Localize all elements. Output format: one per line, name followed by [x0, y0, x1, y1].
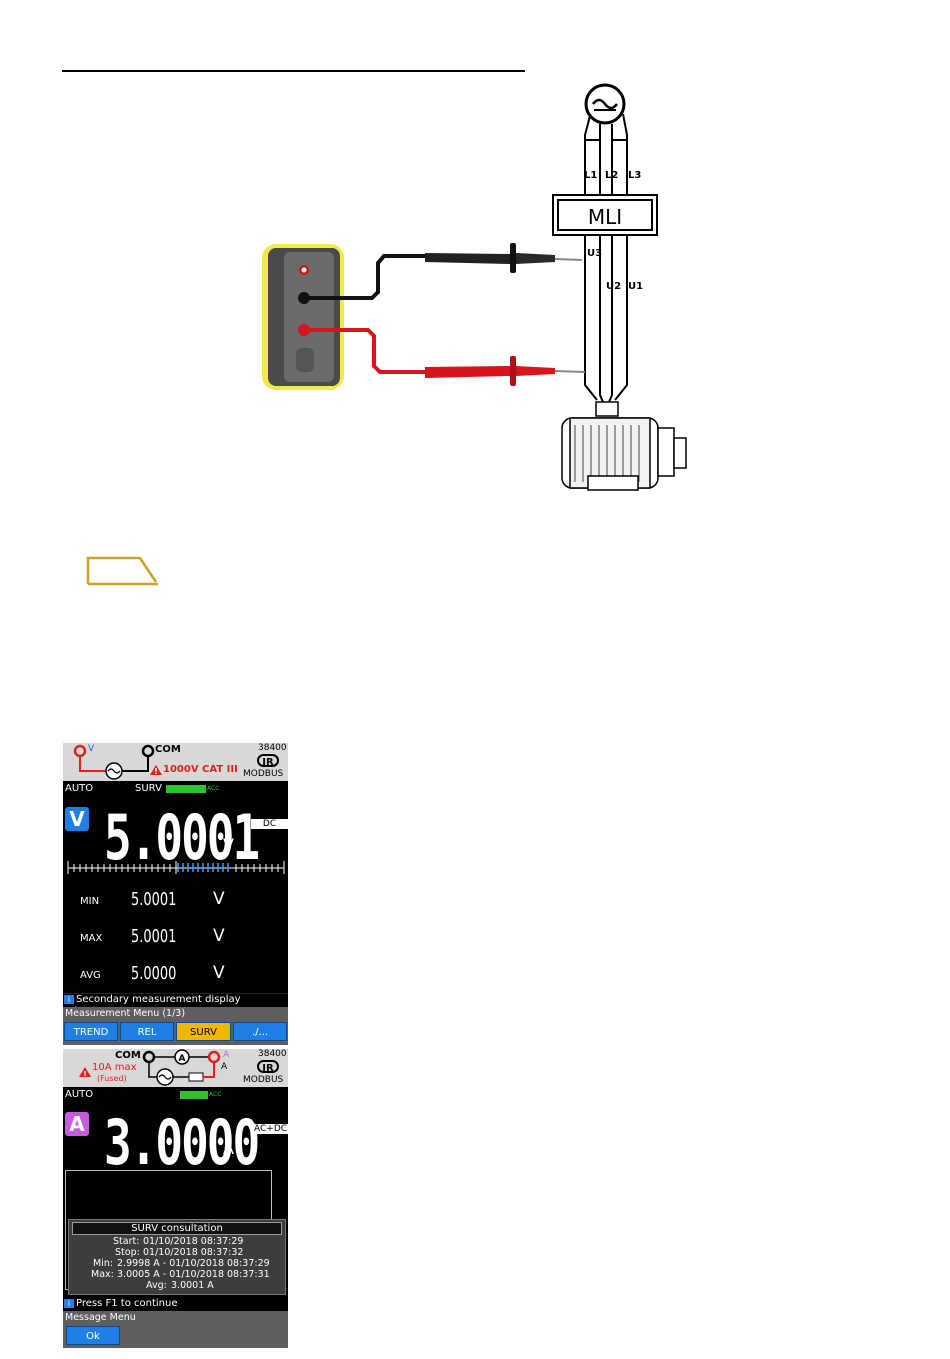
warning-label: 1000V CAT III [163, 764, 238, 775]
menu-title: Measurement Menu (1/3) [65, 1008, 186, 1019]
main-unit: V [223, 835, 234, 854]
coupling-tag: AC+DC [251, 1124, 288, 1134]
output-label-u1: U1 [628, 281, 643, 292]
stat-label: AVG [80, 970, 101, 981]
mode-label: SURV [135, 783, 162, 794]
line-label-l1: L1 [584, 170, 597, 181]
warning-sub-label: (Fused) [97, 1074, 127, 1083]
softkey-trend[interactable]: TREND [64, 1022, 118, 1041]
baud-label: 38400 [258, 1049, 287, 1059]
output-label-u2: U2 [606, 281, 621, 292]
max-label: Max: [91, 1269, 114, 1280]
min-value: 2.9998 A - 01/10/2018 08:37:29 [117, 1258, 270, 1269]
terminal-com-label: COM [115, 1050, 141, 1061]
section-rule [62, 70, 525, 72]
status-bar: AUTO SURV ACC [63, 783, 288, 795]
softkey-ok[interactable]: Ok [66, 1326, 120, 1345]
softkey-rel[interactable]: REL [120, 1022, 174, 1041]
softkey-surv[interactable]: SURV [176, 1022, 231, 1041]
softkey-more[interactable]: ./... [233, 1022, 287, 1041]
stat-unit: V [213, 889, 225, 909]
info-icon: i [64, 995, 74, 1004]
note-icon [86, 556, 158, 586]
multimeter-icon [262, 244, 344, 390]
protocol-label: MODBUS [243, 769, 284, 779]
main-reading: 3.0000 [104, 1106, 260, 1179]
softkey-menu: Measurement Menu (1/3) TREND REL SURV ./… [63, 1007, 288, 1045]
start-label: Start: [113, 1236, 140, 1247]
current-screen: A ! COM A A 10A max (Fused) 38400 IR MOD… [63, 1049, 288, 1348]
measurement-badge: A [65, 1112, 89, 1136]
battery-icon [180, 1091, 208, 1099]
protocol-label: MODBUS [243, 1075, 284, 1085]
terminal-com-label: COM [155, 744, 181, 755]
status-bar: AUTO ACC [63, 1089, 288, 1101]
terminal-diagram: ! [73, 744, 162, 780]
stat-value: 5.0001 [131, 926, 177, 947]
svg-text:!: ! [154, 767, 158, 776]
max-value: 3.0005 A - 01/10/2018 08:37:31 [117, 1269, 270, 1280]
info-text: Press F1 to continue [76, 1298, 178, 1309]
panel-title: SURV consultation [72, 1222, 282, 1235]
output-label-u3: U3 [587, 248, 602, 259]
line-label-l2: L2 [605, 170, 618, 181]
main-reading: 5.0001 [104, 801, 260, 874]
stop-value: 01/10/2018 08:37:32 [143, 1247, 244, 1258]
line-label-l3: L3 [628, 170, 641, 181]
ir-badge: IR [257, 754, 279, 768]
stat-row-avg: AVG 5.0000 V [63, 962, 288, 986]
drive-label: MLI [588, 205, 622, 229]
bargraph [67, 861, 285, 874]
stat-unit: V [213, 963, 225, 983]
battery-label: ACC [209, 1091, 222, 1098]
range-label: AUTO [65, 1089, 94, 1100]
stat-value: 5.0000 [131, 963, 177, 984]
baud-label: 38400 [258, 743, 287, 753]
connection-diagram: L1 L2 L3 MLI U3 U2 U1 [262, 83, 687, 491]
black-probe-icon [308, 243, 583, 300]
range-label: AUTO [65, 783, 94, 794]
battery-label: ACC [207, 785, 220, 792]
coupling-tag: DC [251, 819, 288, 829]
menu-title: Message Menu [65, 1312, 136, 1323]
stat-row-min: MIN 5.0001 V [63, 888, 288, 912]
terminal-ua-label: A [223, 1050, 230, 1060]
ac-source-icon [584, 83, 626, 125]
stat-value: 5.0001 [131, 889, 177, 910]
warning-label: 10A max [92, 1062, 137, 1073]
stop-label: Stop: [115, 1247, 140, 1258]
stat-label: MAX [80, 933, 103, 944]
surv-consultation-panel: SURV consultation Start: 01/10/2018 08:3… [68, 1219, 286, 1295]
stat-row-max: MAX 5.0001 V [63, 925, 288, 949]
min-label: Min: [93, 1258, 114, 1269]
red-probe-icon [308, 328, 586, 386]
info-icon: i [64, 1299, 74, 1308]
softkey-menu: Message Menu Ok [63, 1311, 288, 1348]
svg-text:!: ! [83, 1070, 86, 1078]
avg-label: Avg: [146, 1280, 167, 1291]
start-value: 01/10/2018 08:37:29 [143, 1236, 244, 1247]
main-unit: A [223, 1139, 234, 1158]
stat-label: MIN [80, 896, 100, 907]
terminal-a-label: A [221, 1062, 228, 1072]
terminal-v-label: V [88, 744, 95, 754]
avg-value: 3.0001 A [171, 1280, 214, 1291]
motor-icon [561, 401, 687, 491]
measurement-badge: V [65, 807, 89, 831]
ir-badge: IR [257, 1060, 279, 1074]
terminal-diagram: A ! [79, 1049, 221, 1086]
screen-header: A ! COM A A 10A max (Fused) 38400 IR MOD… [63, 1049, 288, 1087]
svg-text:A: A [179, 1054, 186, 1064]
stat-unit: V [213, 926, 225, 946]
screen-header: ! V COM 1000V CAT III 38400 IR MODBUS [63, 743, 288, 781]
voltage-screen: ! V COM 1000V CAT III 38400 IR MODBUS AU… [63, 743, 288, 1045]
battery-icon [166, 785, 206, 793]
